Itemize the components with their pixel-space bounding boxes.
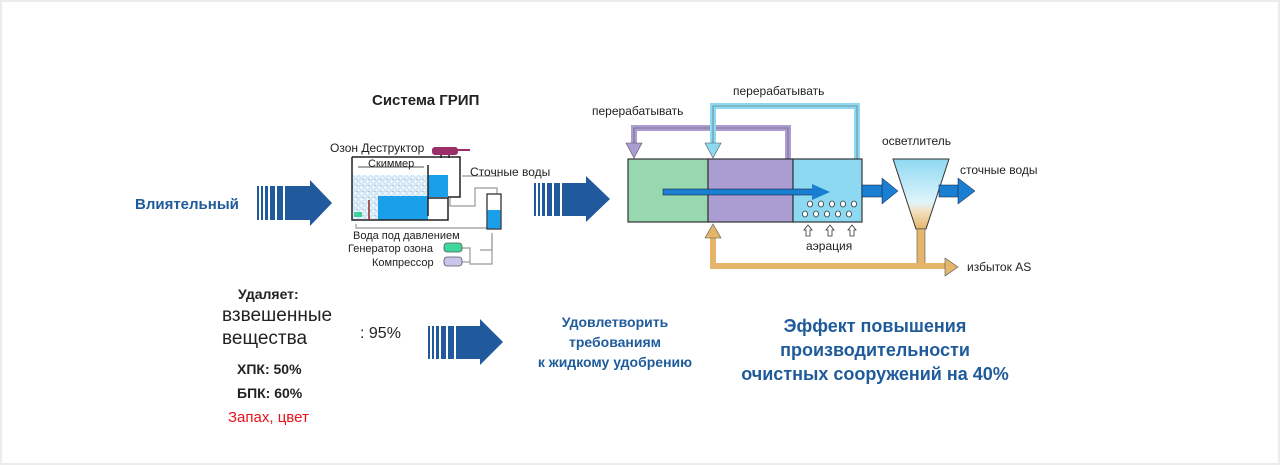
recycle-line-cyan bbox=[704, 103, 860, 159]
return-sludge-line bbox=[704, 223, 959, 277]
compressor-icon bbox=[443, 256, 463, 267]
clarifier-label: осветлитель bbox=[882, 134, 952, 148]
recycle-left-label: перерабатывать bbox=[592, 104, 684, 118]
influent-label: Влиятельный bbox=[135, 196, 239, 213]
aeration-bubbles bbox=[802, 200, 857, 218]
ozone-destructor-label: Озон Деструктор bbox=[330, 141, 425, 155]
efficiency-line-1: Эффект повышения bbox=[783, 316, 967, 336]
aeration-arrows bbox=[803, 224, 857, 237]
recycle-top-label: перерабатывать bbox=[733, 84, 825, 98]
skimmer-label: Скиммер bbox=[368, 158, 415, 170]
grip-piping bbox=[355, 175, 500, 265]
fertilizer-line-2: требованиям bbox=[568, 334, 661, 350]
effluent-arrow bbox=[938, 177, 976, 205]
to-clarifier-arrow bbox=[861, 177, 899, 205]
compressor-label: Компрессор bbox=[372, 257, 434, 269]
fertilizer-requirement-text: Удовлетворить требованиям к жидкому удоб… bbox=[505, 312, 725, 372]
ozone-generator-label: Генератор озона bbox=[348, 243, 433, 255]
efficiency-text: Эффект повышения производительности очис… bbox=[720, 314, 1030, 386]
grip-system-title: Система ГРИП bbox=[372, 92, 480, 109]
clarifier bbox=[892, 158, 950, 266]
ozone-generator-icon bbox=[443, 242, 463, 253]
removal-heading: Удаляет: bbox=[238, 286, 299, 302]
fertilizer-line-3: к жидкому удобрению bbox=[537, 354, 693, 370]
influent-arrow bbox=[257, 180, 332, 226]
saturation-column bbox=[486, 193, 502, 230]
suspended-solids-line2: вещества bbox=[222, 328, 308, 349]
odor-color-removal: Запах, цвет bbox=[228, 409, 309, 426]
excess-as-label: избыток AS bbox=[967, 260, 1032, 274]
grip-flotation-tank bbox=[351, 156, 461, 221]
fertilizer-line-1: Удовлетворить bbox=[561, 314, 669, 330]
pressurized-water-label: Вода под давлением bbox=[353, 230, 460, 242]
flow-arrow bbox=[662, 184, 830, 200]
aeration-label: аэрация bbox=[806, 239, 853, 253]
suspended-solids-value: : 95% bbox=[360, 325, 401, 342]
grip-wastewater-label: Сточные воды bbox=[470, 165, 551, 179]
wastewater-arrow bbox=[534, 176, 610, 222]
ozone-destructor-unit bbox=[432, 147, 470, 158]
bod-removal: БПК: 60% bbox=[237, 385, 303, 401]
effluent-label: сточные воды bbox=[960, 163, 1038, 177]
suspended-solids-line1: взвешенные bbox=[222, 305, 333, 326]
efficiency-line-2: производительности bbox=[780, 340, 970, 360]
cod-removal: ХПК: 50% bbox=[237, 361, 302, 377]
efficiency-line-3: очистных сооружений на 40% bbox=[741, 364, 1009, 384]
result-arrow bbox=[428, 319, 503, 365]
